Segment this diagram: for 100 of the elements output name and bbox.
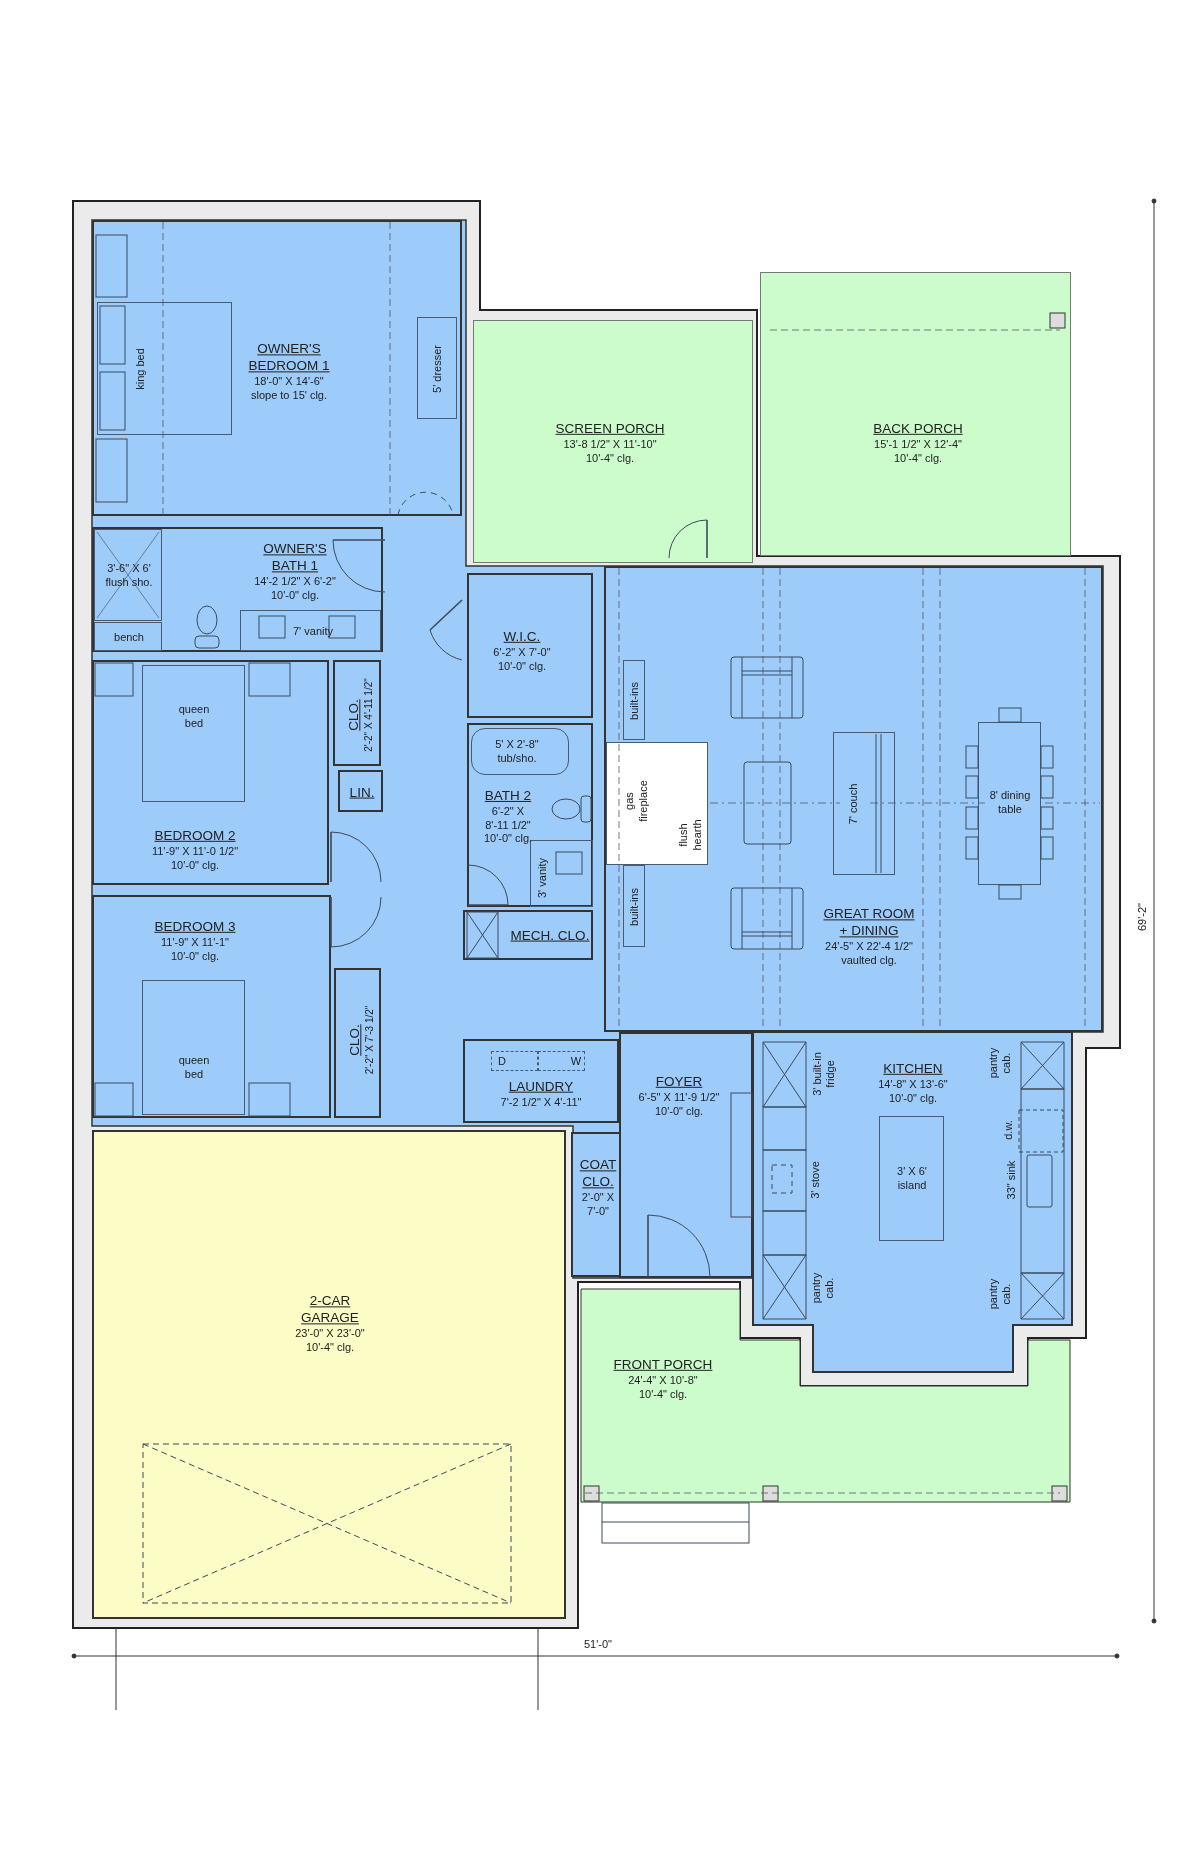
room-size: 15'-1 1/2" X 12'-4" [873,437,963,452]
room-floor [92,895,331,1118]
room-floor [467,573,593,718]
room-name: LIN. [349,784,375,802]
room-floor [338,770,383,812]
room-name: FRONT PORCH [613,1356,713,1374]
ceiling-height: 10'-4" clg. [892,451,944,466]
room-name: OWNER'S BEDROOM 1 [247,341,331,376]
bed-outline [142,665,245,802]
ceiling-height: vaulted clg. [840,953,898,968]
vanity-counter [530,840,593,907]
room-size: 2'-2" X 4'-11 1/2" [363,678,376,752]
room-size: 14'-8" X 13'-6" [878,1077,948,1092]
room-size: 14'-2 1/2" X 6'-2" [253,575,337,589]
ceiling-height: 10'-0" clg. [887,1091,939,1106]
dryer-outline [491,1051,538,1071]
room-floor [463,910,593,960]
room-floor [334,968,381,1118]
fixture-label: gas fireplace [623,779,650,824]
ceiling-height: 10'-0" clg. [653,1104,705,1119]
fixture-label: built-ins [628,888,642,926]
dimension-label: 69'-2" [1136,903,1150,931]
room-size: 2'-2" X 7'-3 1/2" [364,1005,377,1075]
room-name: MECH. CLO. [510,927,590,945]
tub-outline [471,728,569,775]
fixture-label: king bed [134,347,148,392]
fixture-label: 5' dresser [431,344,445,395]
fixture-label: 7' couch [847,782,861,827]
room-name: BEDROOM 3 [154,918,236,936]
appliance-label: pantry cab. [986,1046,1013,1081]
ceiling-height: 10'-0" clg. [496,659,548,674]
room-size: 13'-8 1/2" X 11'-10" [562,437,658,452]
fixture-label: 3' vanity [536,857,550,900]
ceiling-height: 10'-0" clg. [269,588,321,603]
vanity-counter [240,610,381,651]
appliance-label: 3' stove [809,1161,823,1199]
appliance-label: d.w. [1002,1120,1016,1140]
bed-outline [142,980,245,1115]
room-size: 11'-9" X 11'-0 1/2" [151,844,239,859]
island-outline [879,1116,944,1241]
room-size: 23'-0" X 23'-0" [295,1327,365,1341]
appliance-label: pantry cab. [986,1277,1013,1312]
fixture-label: 7' vanity [293,625,333,639]
fixture-label: 3'-6" X 6' flush sho. [104,562,154,590]
dining-table-outline [978,722,1041,885]
room-name: GREAT ROOM + DINING [822,906,916,941]
fixture-label: 5' X 2'-8" tub/sho. [494,738,540,766]
room-floor [619,1032,753,1278]
room-size: 24'-4" X 10'-8" [627,1373,699,1388]
garage-floor [92,1130,566,1619]
bench-outline [94,622,162,651]
ceiling-height: slope to 15' clg. [249,388,329,403]
porch-floor [760,272,1071,556]
room-floor [604,566,1103,1032]
room-name: FOYER [654,1073,704,1091]
fixture-label: queen bed [177,703,211,731]
room-size: 6'-2" X 7'-0" [493,645,551,660]
room-name: SCREEN PORCH [555,420,665,438]
room-floor [333,660,381,766]
room-name: LAUNDRY [507,1078,575,1096]
room-name: BEDROOM 2 [153,827,237,845]
room-name: COAT CLO. [578,1157,618,1192]
ceiling-height: 10'-4" clg. [304,1340,356,1355]
fixture-label: queen bed [177,1054,211,1082]
dresser-outline [417,317,457,419]
fixture-label: built-ins [628,682,642,720]
porch-floor [473,320,753,563]
room-name: BACK PORCH [873,420,963,438]
room-size: 6'-5" X 11'-9 1/2" [638,1090,720,1105]
room-name: OWNER'S BATH 1 [262,541,328,576]
fireplace-hearth [606,742,708,865]
ceiling-height: 10'-0" clg. [169,858,221,873]
fixture-label: 3' X 6' island [896,1165,928,1193]
room-floor [571,1132,621,1277]
washer-outline [538,1051,585,1071]
appliance-label: pantry cab. [809,1271,836,1306]
room-floor [92,220,462,516]
room-size: 24'-5" X 22'-4 1/2" [824,940,914,954]
room-floor [463,1039,619,1123]
room-name: CLO. [347,1023,364,1058]
appliance-label: 33" sink [1005,1160,1019,1200]
cabinet-outline [623,865,645,947]
ceiling-height: 10'-0" clg. [169,949,221,964]
ceiling-height: 10'-4" clg. [637,1387,689,1402]
couch-outline [833,732,895,875]
room-size: 18'-0" X 14'-6" [253,375,325,389]
ceiling-height: 10'-4" clg. [584,451,636,466]
ceiling-height: 10'-0" clg. [482,832,534,847]
room-floor [92,660,329,885]
bed-outline [97,302,232,435]
appliance-label: 3' built-in fridge [810,1051,837,1098]
cabinet-outline [623,660,645,740]
room-floor [92,527,383,652]
fixture-label: D [498,1055,506,1069]
room-floor [753,1032,1072,1372]
room-size: 2'-0" X 7'-0" [580,1191,616,1219]
room-size: 11'-9" X 11'-1" [160,935,230,950]
room-size: 7'-2 1/2" X 4'-11" [500,1095,582,1110]
room-name: W.I.C. [502,628,542,646]
fixture-label: 8' dining table [988,789,1032,817]
